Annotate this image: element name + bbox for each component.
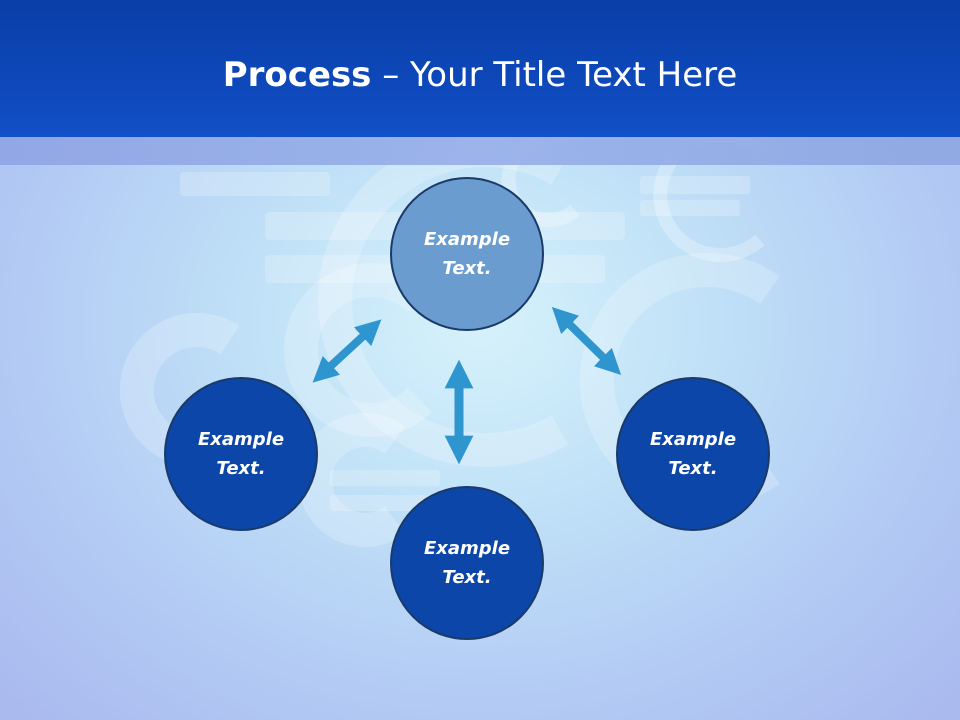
- node-text-line2: Text.: [442, 258, 492, 279]
- process-node-right: Example Text.: [616, 377, 770, 531]
- title-rest: – Your Title Text Here: [371, 55, 738, 95]
- process-node-top: Example Text.: [390, 177, 544, 331]
- title-bar: [0, 0, 960, 137]
- node-text-line1: Example: [649, 429, 737, 450]
- node-text-line1: Example: [423, 229, 511, 250]
- node-text-line2: Text.: [668, 458, 718, 479]
- process-node-bottom: Example Text.: [390, 486, 544, 640]
- node-text-line1: Example: [197, 429, 285, 450]
- node-text-line1: Example: [423, 538, 511, 559]
- arrow-top-right: [551, 307, 622, 375]
- title-bold: Process: [222, 55, 372, 95]
- node-text-line2: Text.: [442, 567, 492, 588]
- process-node-left: Example Text.: [164, 377, 318, 531]
- node-text-line2: Text.: [216, 458, 266, 479]
- slide-title: Process – Your Title Text Here: [0, 50, 960, 100]
- header-band: [0, 137, 960, 165]
- arrow-top-left: [312, 319, 382, 383]
